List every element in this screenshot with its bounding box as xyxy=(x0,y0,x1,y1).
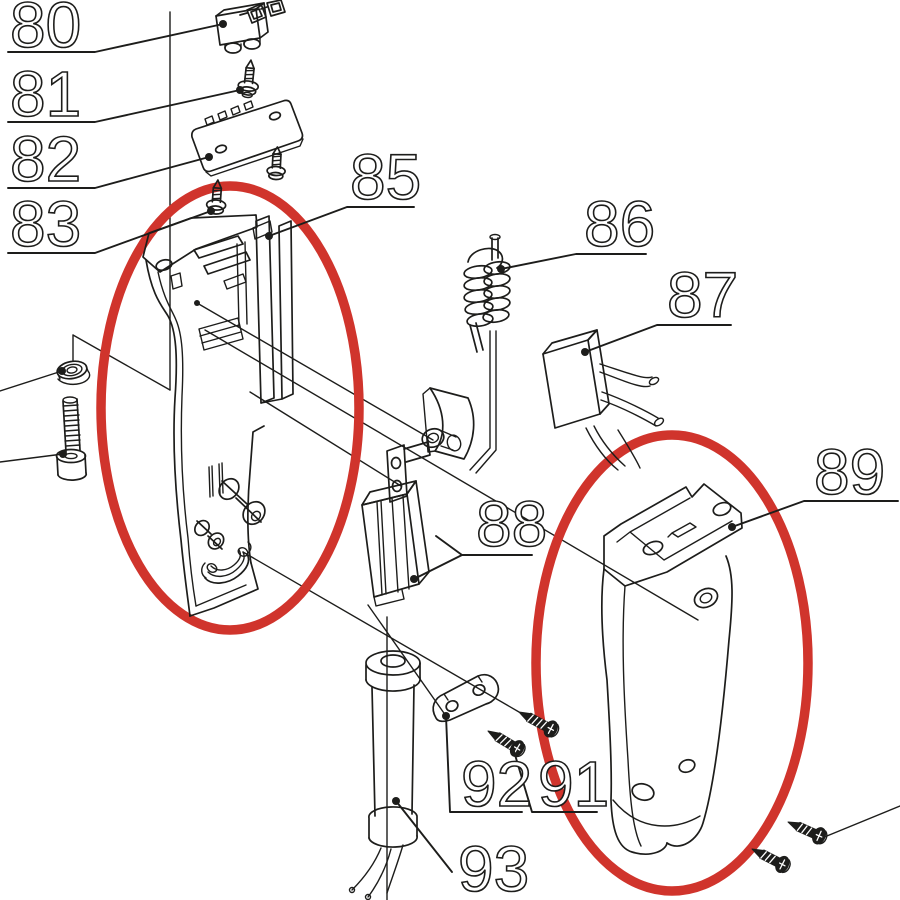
callout-label-91: 91 xyxy=(538,748,609,820)
callout-label-81: 81 xyxy=(10,58,81,130)
part-capacitor xyxy=(542,329,665,471)
part-handle-housing-left xyxy=(142,214,294,617)
part-screw-83 xyxy=(205,179,227,215)
part-bolt xyxy=(55,396,88,481)
part-screws-91 xyxy=(487,711,560,758)
callout-leaders xyxy=(7,20,899,873)
part-coil xyxy=(463,233,511,474)
callout-label-80: 80 xyxy=(10,0,81,61)
callout-label-82: 82 xyxy=(10,123,81,195)
callout-label-87: 87 xyxy=(667,259,738,331)
bottom-right-screws xyxy=(751,821,828,874)
part-handle-housing-right xyxy=(601,483,743,855)
highlight-ellipse-right xyxy=(531,430,813,896)
part-screw-81 xyxy=(237,59,260,99)
part-cord-sleeve xyxy=(348,650,421,900)
part-switch xyxy=(361,387,475,607)
part-terminal-connector-block xyxy=(215,0,286,54)
callout-label-93: 93 xyxy=(458,833,529,900)
highlight-circles xyxy=(96,181,813,896)
callout-label-89: 89 xyxy=(814,436,885,508)
callout-label-88: 88 xyxy=(476,488,547,560)
part-screw-82b xyxy=(266,146,286,181)
callout-labels: 80 81 82 83 85 86 87 88 89 92 91 93 xyxy=(9,0,886,900)
part-cover-plate xyxy=(190,99,304,177)
callout-label-92: 92 xyxy=(461,748,532,820)
callout-label-86: 86 xyxy=(584,188,655,260)
callout-label-83: 83 xyxy=(10,188,81,260)
highlight-ellipse-left xyxy=(96,181,364,635)
callout-label-85: 85 xyxy=(350,141,421,213)
